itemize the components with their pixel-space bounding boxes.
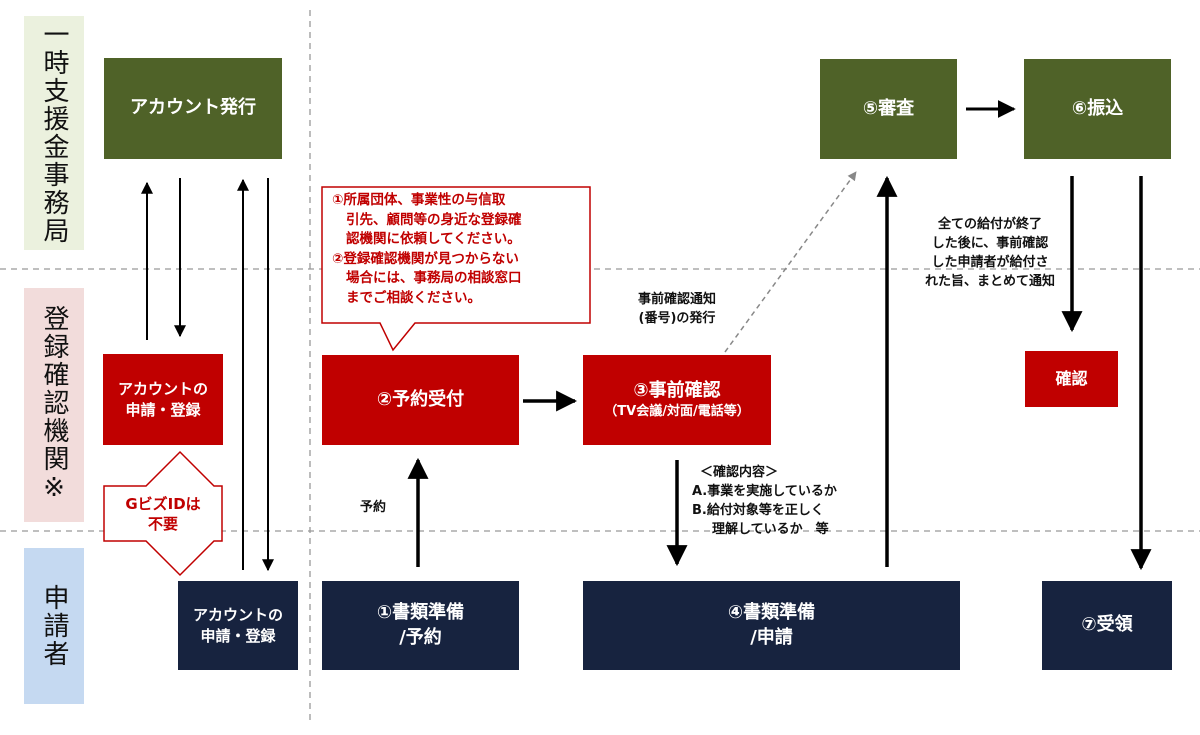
content-line-3: B.給付対象等を正しく xyxy=(692,502,824,518)
completion-line-4: れた旨、まとめて通知 xyxy=(924,273,1055,289)
arrow-notice-dashed xyxy=(724,171,857,353)
docs-apply-label-2: /申請 xyxy=(750,626,793,648)
lane-label-office: 一時支援金事務局 xyxy=(24,16,84,250)
callout-line-1: ①所属団体、事業性の与信取 xyxy=(332,192,506,208)
completion-line-1: 全ての給付が終了 xyxy=(937,217,1042,232)
lane-applicant-text: 申請者 xyxy=(39,584,69,668)
reservation-label: ②予約受付 xyxy=(376,388,465,410)
docs-apply-label-1: ④書類準備 xyxy=(727,602,816,624)
account-issue-box: アカウント発行 xyxy=(104,58,282,159)
applicant-account-label-2: 申請・登録 xyxy=(200,626,276,645)
registrar-account-label-1: アカウントの xyxy=(117,380,208,399)
content-line-1: ＜確認内容＞ xyxy=(700,465,779,480)
pre-check-label-2: （TV会議/対面/電話等） xyxy=(604,404,750,420)
confirm-box: 確認 xyxy=(1025,351,1118,407)
account-issue-label: アカウント発行 xyxy=(130,97,256,119)
callout-line-3: 認機関に依頼してください。 xyxy=(346,231,521,248)
content-annotation: ＜確認内容＞ A.事業を実施しているか B.給付対象等を正しく 理解しているか … xyxy=(692,464,892,539)
gbiz-line-2: 不要 xyxy=(147,515,178,534)
completion-line-3: した申請者が給付さ xyxy=(931,254,1049,270)
notice-annotation: 事前確認通知 (番号)の発行 xyxy=(612,291,742,329)
registrar-account-box: アカウントの 申請・登録 xyxy=(103,354,223,445)
gbiz-arrow-shape xyxy=(103,450,223,577)
reservation-box: ②予約受付 xyxy=(322,355,519,445)
completion-line-2: した後に、事前確認 xyxy=(931,235,1049,251)
docs-apply-box: ④書類準備 /申請 xyxy=(583,581,960,670)
applicant-account-label-1: アカウントの xyxy=(192,606,283,625)
docs-reserve-label-2: /予約 xyxy=(399,626,442,648)
pre-check-label-1: ③事前確認 xyxy=(633,380,721,402)
reserve-label: 予約 xyxy=(360,500,387,515)
review-label: ⑤審査 xyxy=(862,97,915,119)
registrar-account-label-2: 申請・登録 xyxy=(125,400,201,419)
confirm-label: 確認 xyxy=(1055,369,1088,389)
transfer-label: ⑥振込 xyxy=(1071,97,1124,119)
receipt-label: ⑦受領 xyxy=(1081,614,1133,636)
gbiz-text: GビズIDは 不要 xyxy=(104,494,222,535)
lane-office-text: 一時支援金事務局 xyxy=(39,21,69,245)
receipt-box: ⑦受領 xyxy=(1042,581,1172,670)
content-line-2: A.事業を実施しているか xyxy=(692,483,837,499)
reserve-annotation: 予約 xyxy=(360,499,410,518)
applicant-account-box: アカウントの 申請・登録 xyxy=(178,581,298,670)
callout-line-2: 引先、顧問等の身近な登録確 xyxy=(346,211,522,228)
review-box: ⑤審査 xyxy=(820,59,957,159)
completion-annotation: 全ての給付が終了 した後に、事前確認 した申請者が給付さ れた旨、まとめて通知 xyxy=(910,216,1070,291)
gbiz-line-1: GビズIDは xyxy=(125,495,201,513)
callout-line-6: までご相談ください。 xyxy=(346,289,481,306)
callout-line-4: ②登録確認機関が見つからない xyxy=(332,250,519,267)
callout-text: ①所属団体、事業性の与信取 引先、顧問等の身近な登録確 認機関に依頼してください… xyxy=(332,191,588,308)
docs-reserve-box: ①書類準備 /予約 xyxy=(322,581,519,670)
callout-line-5: 場合には、事務局の相談窓口 xyxy=(346,270,522,287)
pre-check-box: ③事前確認 （TV会議/対面/電話等） xyxy=(583,355,771,445)
docs-reserve-label-1: ①書類準備 xyxy=(376,602,465,624)
transfer-box: ⑥振込 xyxy=(1024,59,1171,159)
content-line-4: 理解しているか 等 xyxy=(712,521,829,537)
lane-label-applicant: 申請者 xyxy=(24,548,84,704)
lane-registrar-text: 登録確認機関※ xyxy=(39,305,69,505)
notice-line-2: (番号)の発行 xyxy=(638,310,716,326)
callout-bubble-shape xyxy=(321,186,591,352)
notice-line-1: 事前確認通知 xyxy=(637,292,716,307)
lane-label-registrar: 登録確認機関※ xyxy=(24,288,84,522)
